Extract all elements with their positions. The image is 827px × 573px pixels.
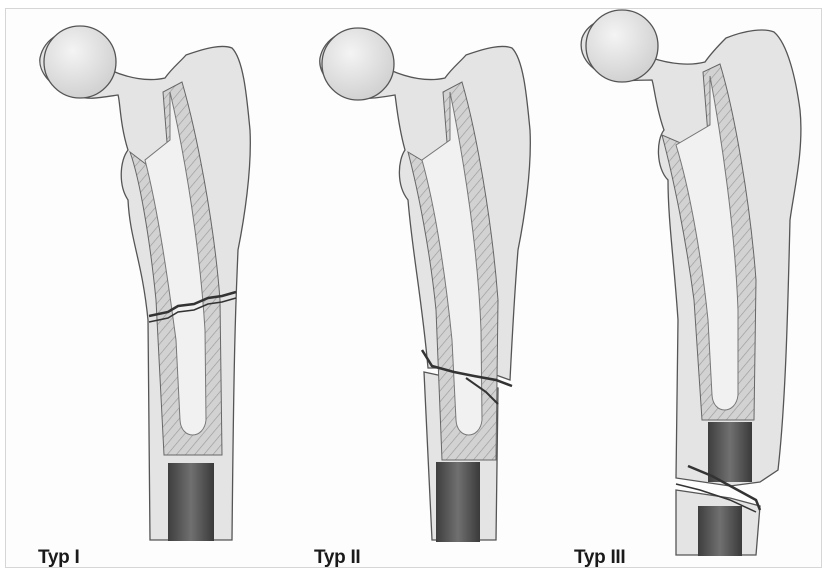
caption-type-1: Typ I <box>38 547 79 569</box>
femur-type-2 <box>320 28 531 542</box>
medullary-canal-distal <box>698 506 742 556</box>
medullary-canal <box>168 463 214 541</box>
medullary-canal <box>708 422 752 482</box>
femoral-head <box>586 10 658 82</box>
femur-type-3 <box>581 10 801 556</box>
caption-type-2: Typ II <box>314 547 360 569</box>
caption-type-3: Typ III <box>574 547 625 569</box>
medullary-canal <box>436 462 480 542</box>
femoral-head <box>322 28 394 100</box>
femur-type-1 <box>40 26 251 541</box>
femoral-head <box>44 26 116 98</box>
